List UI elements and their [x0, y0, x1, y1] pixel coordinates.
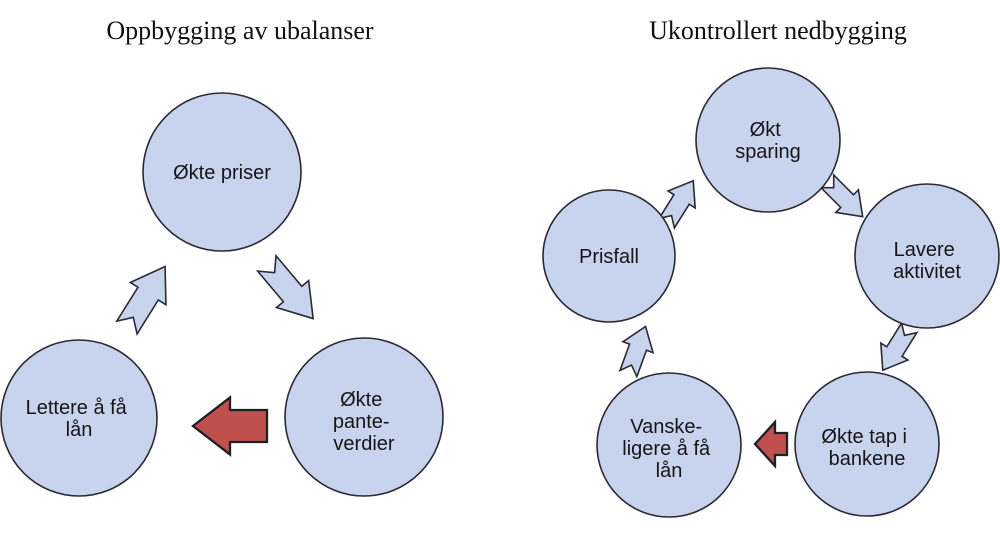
- arrow-lettere-lan-to-okte-priser: [115, 265, 167, 336]
- arrow-prisfall-to-okt-sparing: [657, 179, 697, 231]
- node-label: Lavere aktivitet: [893, 239, 961, 283]
- node-vanskeligere-a-fa-lan: Vanske- ligere å få lån: [596, 372, 742, 518]
- arrow-lavere-aktivitet-to-okte-tap: [879, 320, 919, 372]
- node-circle: [142, 92, 302, 252]
- node-label: Økte priser: [173, 162, 271, 184]
- diagram-unwinding: Ukontrollert nedbygging Økt sparing Pris…: [542, 16, 1000, 518]
- arrow-okt-sparing-to-lavere-aktivitet: [819, 173, 864, 218]
- node-okte-panteverdier: Økte pante- verdier: [284, 337, 444, 497]
- node-circle: [854, 183, 1000, 329]
- node-okt-sparing: Økt sparing: [695, 67, 841, 213]
- buildup-title: Oppbygging av ubalanser: [106, 16, 374, 45]
- node-label: Økte tap i bankene: [821, 426, 912, 470]
- node-label: Prisfall: [579, 246, 639, 268]
- node-label: Økte pante- verdier: [333, 389, 395, 455]
- node-okte-tap-i-bankene: Økte tap i bankene: [794, 371, 940, 517]
- node-prisfall: Prisfall: [542, 189, 676, 323]
- node-label: Økt sparing: [735, 119, 801, 163]
- arrow-okte-tap-to-vanskeligere-lan: [753, 419, 789, 469]
- node-lavere-aktivitet: Lavere aktivitet: [854, 183, 1000, 329]
- node-label: Vanske- ligere å få lån: [622, 416, 715, 482]
- node-lettere-a-fa-lan: Lettere å få lån: [0, 339, 158, 497]
- diagram-buildup: Oppbygging av ubalanser Økte priser Lett…: [0, 16, 444, 497]
- node-circle: [695, 67, 841, 213]
- node-circle: [542, 189, 676, 323]
- arrow-okte-priser-to-panteverdier: [255, 253, 315, 320]
- unwinding-title: Ukontrollert nedbygging: [649, 16, 907, 45]
- arrow-panteverdier-to-lettere-lan: [191, 395, 269, 457]
- node-circle: [0, 339, 158, 497]
- node-label: Lettere å få lån: [26, 397, 133, 441]
- node-circle: [596, 372, 742, 518]
- arrow-vanskeligere-lan-to-prisfall: [618, 325, 655, 379]
- node-circle: [284, 337, 444, 497]
- node-circle: [794, 371, 940, 517]
- node-okte-priser: Økte priser: [142, 92, 302, 252]
